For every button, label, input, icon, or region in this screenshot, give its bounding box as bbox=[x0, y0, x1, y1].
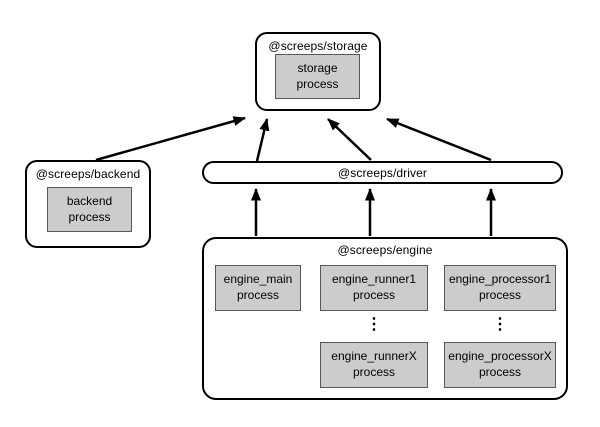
storage-process-box: storage process bbox=[275, 54, 360, 99]
engine-processorX-process-box: engine_processorX process bbox=[444, 342, 556, 388]
node-backend: @screeps/backend backend process bbox=[25, 160, 151, 248]
driver-title: @screeps/driver bbox=[337, 165, 428, 180]
vertical-ellipsis-icon: ⋮ bbox=[492, 316, 508, 333]
arrow-driver-to-storage-2 bbox=[327, 118, 372, 161]
engine-title: @screeps/engine bbox=[337, 243, 433, 257]
node-driver: @screeps/driver bbox=[202, 161, 563, 184]
node-storage: @screeps/storage storage process bbox=[255, 32, 381, 111]
engine-main-process-box: engine_main process bbox=[215, 265, 301, 311]
node-engine: @screeps/engine engine_main process engi… bbox=[202, 237, 568, 400]
storage-title: @screeps/storage bbox=[268, 39, 368, 53]
arrow-driver-to-storage-3 bbox=[386, 117, 492, 162]
arrow-backend-to-storage bbox=[95, 116, 246, 162]
engine-processor1-process-box: engine_processor1 process bbox=[444, 265, 556, 311]
arrow-driver-to-storage-1 bbox=[255, 118, 270, 162]
backend-title: @screeps/backend bbox=[35, 167, 141, 181]
vertical-ellipsis-icon: ⋮ bbox=[366, 316, 382, 333]
backend-process-box: backend process bbox=[47, 187, 132, 232]
engine-runner1-process-box: engine_runner1 process bbox=[320, 265, 428, 311]
engine-runnerX-process-box: engine_runnerX process bbox=[320, 342, 428, 388]
